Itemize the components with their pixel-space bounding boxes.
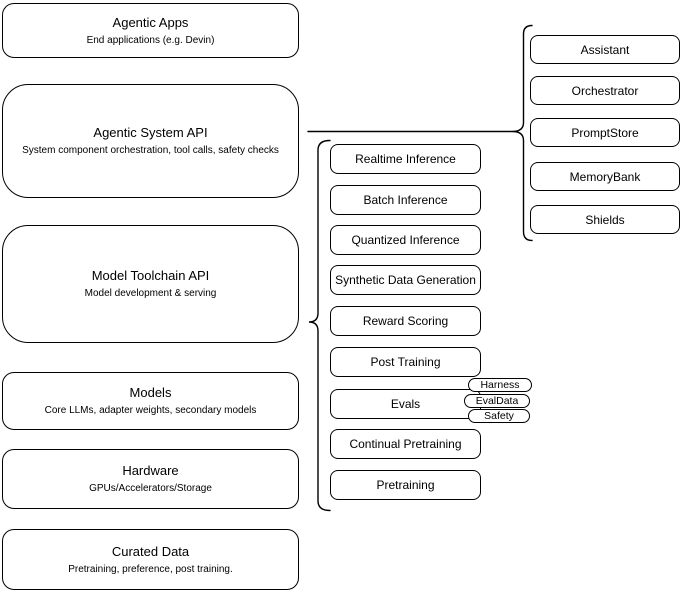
node-label: Orchestrator xyxy=(571,83,639,98)
layer-model-toolchain-api: Model Toolchain API Model development & … xyxy=(2,225,299,343)
layer-subtitle: System component orchestration, tool cal… xyxy=(22,145,279,156)
layer-title: Curated Data xyxy=(111,543,190,559)
toolchain-node-realtime-inference: Realtime Inference xyxy=(330,144,481,174)
layer-subtitle: GPUs/Accelerators/Storage xyxy=(89,483,212,494)
layer-agentic-apps: Agentic Apps End applications (e.g. Devi… xyxy=(2,3,299,58)
node-label: Shields xyxy=(585,212,625,227)
toolchain-brace-icon xyxy=(308,139,331,512)
component-node-assistant: Assistant xyxy=(530,35,680,64)
layer-curated-data: Curated Data Pretraining, preference, po… xyxy=(2,529,299,590)
component-node-shields: Shields xyxy=(530,205,680,234)
node-label: Assistant xyxy=(580,42,630,57)
layer-models: Models Core LLMs, adapter weights, secon… xyxy=(2,372,299,430)
toolchain-node-quantized-inference: Quantized Inference xyxy=(330,225,481,255)
layer-subtitle: End applications (e.g. Devin) xyxy=(86,34,215,46)
eval-tag-harness: Harness xyxy=(468,378,532,392)
pill-label: Safety xyxy=(484,409,514,422)
toolchain-node-continual-pretraining: Continual Pretraining xyxy=(330,429,481,459)
eval-tag-evaldata: EvalData xyxy=(464,394,530,408)
component-node-promptstore: PromptStore xyxy=(530,118,680,147)
node-label: Synthetic Data Generation xyxy=(335,273,476,287)
toolchain-node-post-training: Post Training xyxy=(330,347,481,377)
node-label: Post Training xyxy=(370,355,441,369)
toolchain-node-batch-inference: Batch Inference xyxy=(330,185,481,215)
component-node-memorybank: MemoryBank xyxy=(530,162,680,191)
layer-hardware: Hardware GPUs/Accelerators/Storage xyxy=(2,449,299,509)
toolchain-node-pretraining: Pretraining xyxy=(330,470,481,500)
layer-agentic-system-api: Agentic System API System component orch… xyxy=(2,84,299,198)
layer-subtitle: Pretraining, preference, post training. xyxy=(68,563,233,575)
node-label: Quantized Inference xyxy=(351,233,460,247)
layer-subtitle: Core LLMs, adapter weights, secondary mo… xyxy=(44,405,257,416)
node-label: Realtime Inference xyxy=(355,152,456,166)
component-node-orchestrator: Orchestrator xyxy=(530,76,680,105)
node-label: Pretraining xyxy=(376,478,435,492)
layer-title: Models xyxy=(129,385,172,400)
node-label: Continual Pretraining xyxy=(349,437,462,451)
layer-subtitle: Model development & serving xyxy=(84,288,217,299)
eval-tag-safety: Safety xyxy=(468,409,530,423)
toolchain-node-evals: Evals xyxy=(330,389,481,419)
toolchain-node-synthetic-data-generation: Synthetic Data Generation xyxy=(330,265,481,295)
layer-title: Agentic Apps xyxy=(112,14,189,30)
pill-label: EvalData xyxy=(475,394,519,407)
node-label: Batch Inference xyxy=(363,193,448,207)
node-label: Reward Scoring xyxy=(362,314,449,328)
pill-label: Harness xyxy=(480,378,520,391)
layer-title: Agentic System API xyxy=(93,125,208,140)
toolchain-node-reward-scoring: Reward Scoring xyxy=(330,306,481,336)
layer-title: Hardware xyxy=(122,463,179,478)
node-label: PromptStore xyxy=(571,125,639,140)
layer-title: Model Toolchain API xyxy=(91,268,210,283)
node-label: Evals xyxy=(390,397,421,411)
node-label: MemoryBank xyxy=(569,169,641,184)
